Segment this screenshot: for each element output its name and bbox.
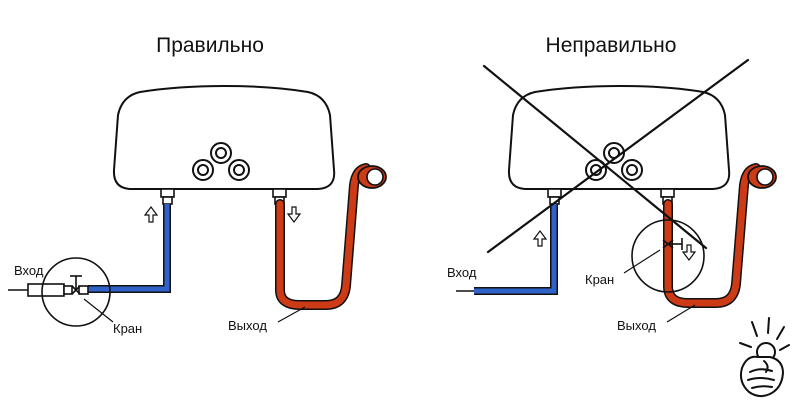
valve-highlight-circle (631, 219, 705, 293)
shutoff-valve-icon (662, 238, 683, 250)
down-flow-arrow-icon (286, 206, 302, 223)
inlet-fitting (160, 188, 175, 205)
control-knobs (192, 142, 250, 181)
valve-label: Кран (585, 272, 614, 287)
incorrect-heading: Неправильно (546, 34, 677, 57)
control-knobs (585, 142, 643, 181)
inlet-connector (27, 283, 89, 297)
valve-highlight-circle (41, 257, 111, 327)
outlet-leader-line (277, 306, 306, 323)
inlet-label: Вход (447, 265, 477, 280)
cold-water-pipe (88, 204, 171, 293)
correct-heading: Правильно (156, 34, 264, 57)
outlet-label: Выход (617, 318, 656, 333)
hand-turning-knob-icon (739, 317, 790, 398)
water-heater-body (507, 85, 731, 190)
cold-water-pipe (474, 204, 558, 295)
shower-head (747, 165, 777, 189)
up-flow-arrow-icon (532, 230, 548, 247)
shower-head (357, 165, 387, 189)
water-heater-body (112, 85, 336, 190)
correct-installation-panel: Правильно (8, 34, 387, 336)
outlet-label: Выход (228, 318, 267, 333)
cross-out-x-icon (482, 58, 750, 254)
incorrect-installation-panel: Неправильно (447, 34, 777, 333)
valve-leader-line (623, 249, 661, 274)
valve-leader-line (83, 298, 114, 323)
down-flow-arrow-icon (681, 244, 697, 261)
up-flow-arrow-icon (143, 206, 159, 223)
shutoff-valve-icon (70, 275, 82, 295)
valve-label: Кран (113, 321, 142, 336)
outlet-leader-line (666, 304, 696, 323)
inlet-label: Вход (14, 263, 44, 278)
